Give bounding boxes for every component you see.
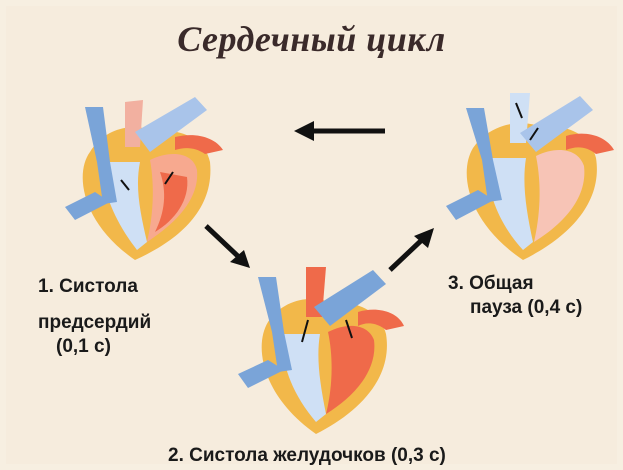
- arrow-to-atrial-systole: [290, 116, 390, 146]
- phase-3-label-line1: 3. Общая: [448, 272, 582, 296]
- arrow-to-ventricular-systole: [200, 220, 260, 275]
- heart-general-pause: [438, 88, 618, 268]
- phase-1-label: 1. Систола предсердий (0,1 с): [38, 275, 151, 359]
- phase-3-label: 3. Общая пауза (0,4 с): [448, 272, 582, 320]
- phase-1-label-line3: (0,1 с): [56, 335, 151, 359]
- phase-3-label-line2: пауза (0,4 с): [470, 296, 582, 320]
- diagram-title: Сердечный цикл: [0, 18, 623, 60]
- phase-1-label-line2: предсердий: [38, 311, 151, 335]
- phase-1-label-line1: 1. Систола: [38, 275, 151, 299]
- phase-2-label: 2. Систола желудочков (0,3 с): [168, 444, 446, 468]
- heart-ventricular-systole: [228, 262, 408, 442]
- arrow-to-general-pause: [384, 222, 444, 277]
